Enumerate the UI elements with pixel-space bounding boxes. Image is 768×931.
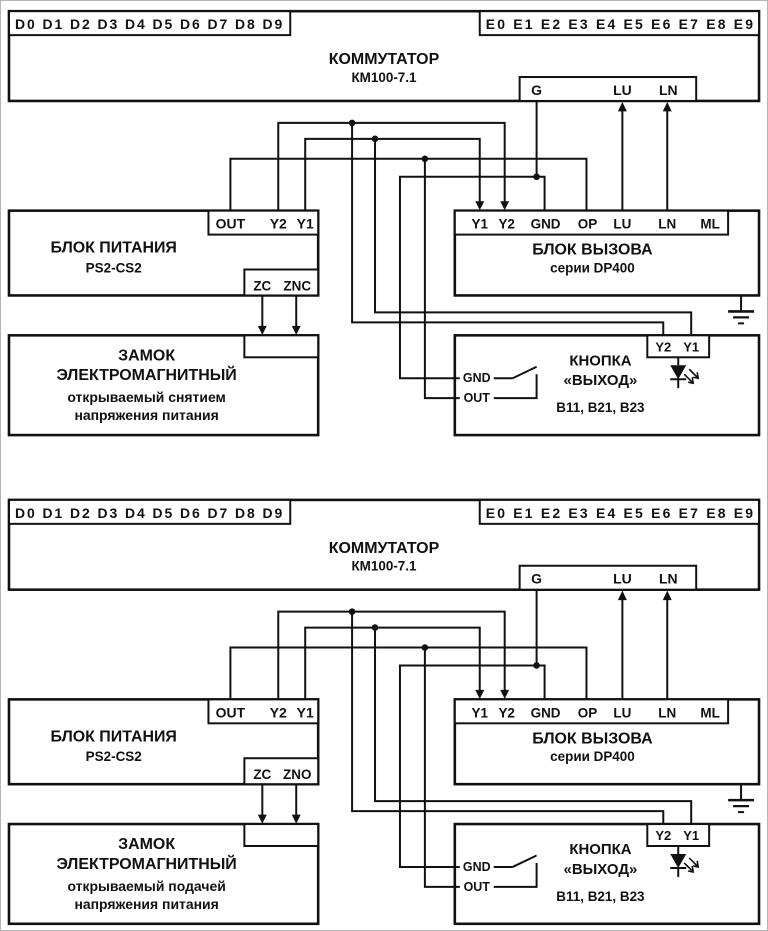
call-block-title: БЛОК ВЫЗОВА (532, 242, 653, 259)
terminal-g: G (531, 82, 542, 98)
d-terminal-labels: D0 D1 D2 D3 D4 D5 D6 D7 D8 D9 (15, 16, 283, 32)
button-terminal-y1: Y1 (683, 828, 699, 843)
lock-title-line2: ЭЛЕКТРОМАГНИТНЫЙ (56, 365, 236, 384)
call-terminal-lu: LU (613, 705, 631, 720)
commutator-model: КМ100-7.1 (351, 559, 417, 574)
call-terminal-gnd: GND (531, 705, 561, 720)
e-terminal-labels: E0 E1 E2 E3 E4 E5 E6 E7 E8 E9 (486, 16, 754, 32)
call-terminal-op: OP (578, 217, 597, 232)
power-title: БЛОК ПИТАНИЯ (51, 240, 177, 257)
button-terminal-out: OUT (464, 880, 491, 894)
terminal-lu: LU (613, 571, 632, 587)
button-models: В11, В21, В23 (556, 400, 644, 415)
power-terminal-y2: Y2 (270, 216, 287, 232)
call-terminal-lu: LU (613, 217, 631, 232)
lock-subtitle-line2: напряжения питания (74, 896, 218, 912)
commutator-title: КОММУТАТОР (329, 51, 440, 68)
lock-subtitle-line1: открываемый снятием (67, 389, 226, 405)
lock-subtitle-line1: открываемый подачей (67, 878, 225, 894)
power-model: PS2-CS2 (86, 749, 142, 764)
power-title: БЛОК ПИТАНИЯ (51, 728, 177, 745)
call-terminal-y2: Y2 (498, 217, 514, 232)
power-terminal-zn: ZNO (283, 767, 311, 782)
button-title2: «ВЫХОД» (564, 861, 638, 878)
terminal-g: G (531, 571, 542, 587)
power-terminal-zc: ZC (253, 278, 271, 293)
lock-title-line1: ЗАМОК (118, 836, 175, 853)
call-terminal-gnd: GND (531, 217, 561, 232)
button-terminal-gnd: GND (463, 371, 491, 385)
call-terminal-ln: LN (658, 217, 676, 232)
call-terminal-y1: Y1 (472, 217, 489, 232)
power-terminal-zn: ZNC (283, 278, 311, 293)
power-model: PS2-CS2 (86, 261, 142, 276)
call-terminal-y1: Y1 (472, 705, 489, 720)
power-terminal-y2: Y2 (270, 704, 287, 720)
button-terminal-y2: Y2 (655, 339, 671, 354)
power-terminal-out: OUT (216, 704, 246, 720)
diagram-normally-open-lock: D0 D1 D2 D3 D4 D5 D6 D7 D8 D9 E0 E1 E2 E… (7, 498, 761, 926)
lock-title-line2: ЭЛЕКТРОМАГНИТНЫЙ (56, 854, 236, 873)
terminal-ln: LN (659, 82, 678, 98)
call-terminal-y2: Y2 (498, 705, 514, 720)
d-terminal-labels: D0 D1 D2 D3 D4 D5 D6 D7 D8 D9 (15, 505, 283, 521)
call-terminal-ml: ML (700, 217, 719, 232)
call-terminal-ml: ML (700, 705, 719, 720)
button-title2: «ВЫХОД» (564, 372, 638, 389)
e-terminal-labels: E0 E1 E2 E3 E4 E5 E6 E7 E8 E9 (486, 505, 754, 521)
button-terminal-y1: Y1 (683, 339, 699, 354)
terminal-lu: LU (613, 82, 632, 98)
commutator-title: КОММУТАТОР (329, 540, 440, 557)
button-terminal-gnd: GND (463, 860, 491, 874)
terminal-ln: LN (659, 571, 678, 587)
power-terminal-y1: Y1 (297, 704, 314, 720)
power-terminal-y1: Y1 (297, 216, 314, 232)
call-block-title: БЛОК ВЫЗОВА (532, 730, 653, 747)
button-terminal-y2: Y2 (655, 828, 671, 843)
call-terminal-ln: LN (658, 705, 676, 720)
button-terminal-out: OUT (464, 391, 491, 405)
power-terminal-zc: ZC (253, 767, 271, 782)
power-terminal-out: OUT (216, 216, 246, 232)
button-models: В11, В21, В23 (556, 889, 644, 904)
call-block-model: серии DP400 (550, 261, 635, 276)
lock-title-line1: ЗАМОК (118, 347, 175, 364)
button-title: КНОПКА (569, 352, 631, 369)
call-block-model: серии DP400 (550, 749, 635, 764)
diagram-normally-closed-lock: D0 D1 D2 D3 D4 D5 D6 D7 D8 D9 E0 E1 E2 E… (7, 9, 761, 437)
button-title: КНОПКА (569, 841, 631, 858)
lock-subtitle-line2: напряжения питания (74, 407, 218, 423)
call-terminal-op: OP (578, 705, 597, 720)
commutator-model: КМ100-7.1 (351, 70, 417, 85)
